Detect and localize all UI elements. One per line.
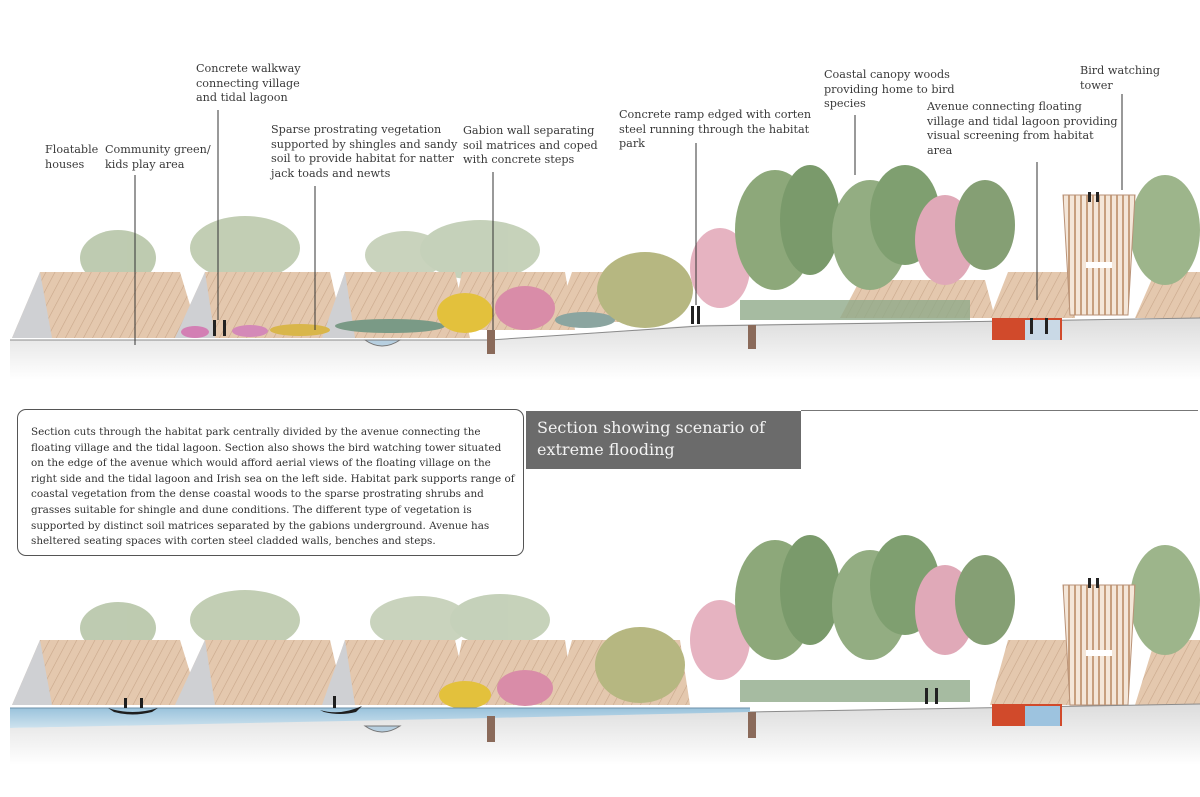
people <box>213 192 1099 336</box>
bird-watching-tower-flood <box>1062 584 1136 706</box>
divider-line <box>801 410 1198 411</box>
gabion-wall-flood <box>487 716 495 742</box>
vegetation-flood <box>439 535 1200 709</box>
label-bird-tower: Bird watching tower <box>1080 64 1161 92</box>
flood-water <box>10 708 750 728</box>
description-text: Section cuts through the habitat park ce… <box>31 426 515 548</box>
gabion-wall <box>487 330 495 354</box>
label-concrete-walkway: Concrete walkway connecting village and … <box>196 62 301 104</box>
bird-watching-tower <box>1062 194 1136 316</box>
vegetation <box>181 165 1200 338</box>
flooding-banner-title: Section showing scenario of extreme floo… <box>537 418 766 459</box>
flooding-banner <box>526 411 801 469</box>
ramp-post-flood <box>748 712 756 738</box>
ground-section-flood <box>10 704 1200 765</box>
label-avenue: Avenue connecting floating village and t… <box>927 100 1118 157</box>
ground-section <box>10 318 1200 380</box>
boats <box>108 696 362 715</box>
label-community-green: Community green/ kids play area <box>105 143 211 171</box>
label-sparse-vegetation: Sparse prostrating vegetation supported … <box>271 123 458 180</box>
people-flood <box>925 578 1099 704</box>
label-floatable-houses: Floatable houses <box>45 143 99 171</box>
label-gabion-wall: Gabion wall separating soil matrices and… <box>463 124 598 166</box>
description-box <box>17 409 524 556</box>
label-canopy-woods: Coastal canopy woods providing home to b… <box>824 68 955 110</box>
label-concrete-ramp: Concrete ramp edged with corten steel ru… <box>619 108 812 150</box>
ramp-post <box>748 325 756 349</box>
pond <box>363 339 402 347</box>
leader-lines <box>134 94 1123 345</box>
